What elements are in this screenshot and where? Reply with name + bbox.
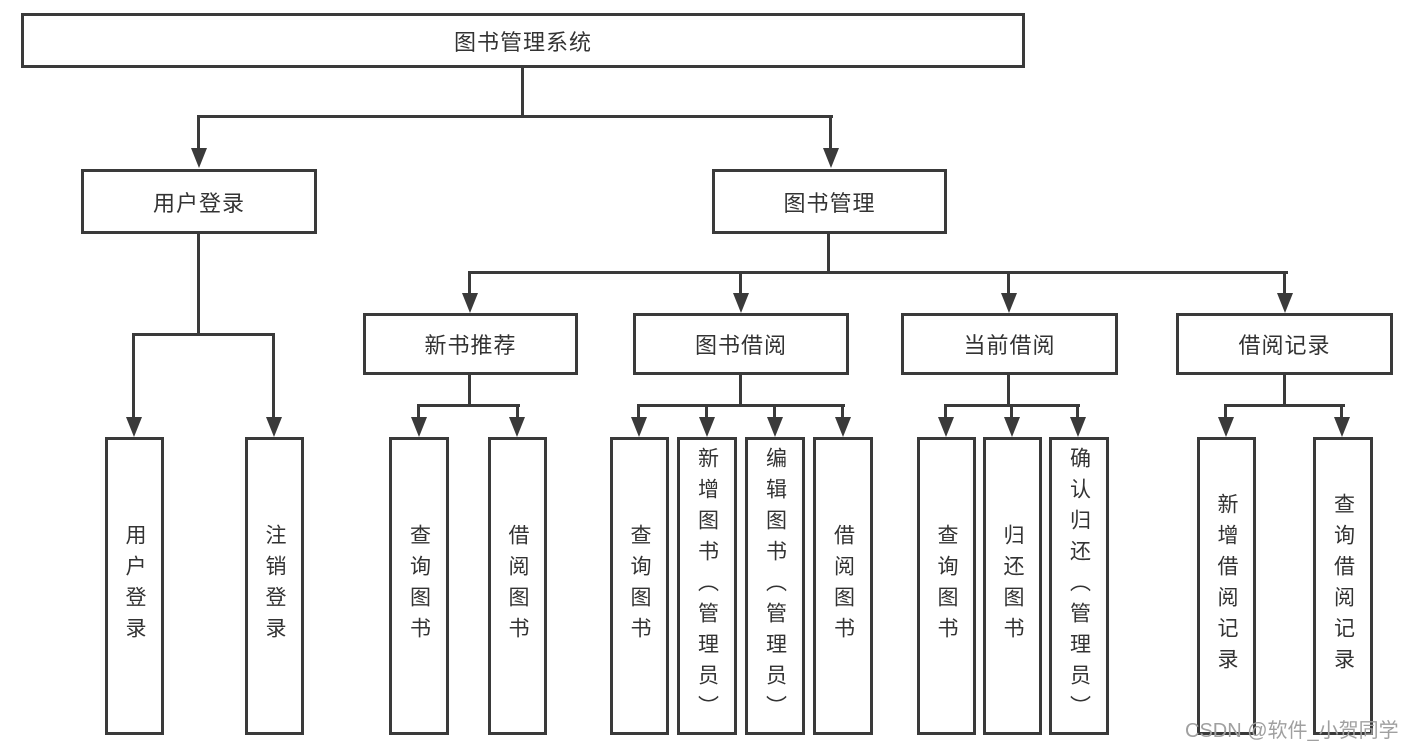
leaf-return-books-label: 归还图书 bbox=[1001, 524, 1024, 648]
connector-drop-leaf bbox=[1224, 404, 1227, 420]
leaf-query-books-recommend-label: 查询图书 bbox=[407, 524, 431, 648]
arrow-down-icon bbox=[1001, 293, 1017, 313]
node-current-borrow-label: 当前借阅 bbox=[963, 333, 1056, 358]
arrow-down-icon bbox=[191, 148, 207, 168]
leaf-logout: 注销登录 bbox=[245, 437, 304, 735]
arrow-down-icon bbox=[462, 293, 478, 313]
connector-user-login-bar bbox=[132, 333, 275, 336]
connector-records-bar bbox=[1224, 404, 1345, 407]
leaf-query-books-borrow: 查询图书 bbox=[610, 437, 669, 735]
node-user-login: 用户登录 bbox=[81, 169, 317, 234]
leaf-query-borrow-record: 查询借阅记录 bbox=[1313, 437, 1373, 735]
connector-root-stem bbox=[521, 66, 524, 118]
node-current-borrow: 当前借阅 bbox=[901, 313, 1118, 375]
node-book-borrow: 图书借阅 bbox=[633, 313, 849, 375]
connector-drop-leaf bbox=[272, 333, 275, 419]
connector-drop-book-mgmt bbox=[829, 115, 832, 150]
csdn-watermark: CSDN @软件_小贺同学 bbox=[1185, 720, 1399, 742]
node-root-label: 图书管理系统 bbox=[453, 29, 592, 55]
connector-drop-leaf bbox=[773, 404, 776, 420]
arrow-down-icon bbox=[1334, 417, 1350, 437]
connector-root-bar bbox=[197, 115, 833, 118]
connector-recommend-bar bbox=[417, 404, 520, 407]
node-user-login-label: 用户登录 bbox=[152, 190, 245, 216]
arrow-down-icon bbox=[509, 417, 525, 437]
arrow-down-icon bbox=[1218, 417, 1234, 437]
node-root: 图书管理系统 bbox=[21, 13, 1025, 68]
connector-borrow-bar bbox=[637, 404, 845, 407]
leaf-query-books-current-label: 查询图书 bbox=[935, 524, 958, 648]
connector-current-stem bbox=[1007, 375, 1010, 406]
arrow-down-icon bbox=[823, 148, 839, 168]
leaf-query-borrow-record-label: 查询借阅记录 bbox=[1331, 493, 1355, 679]
leaf-borrow-books: 借阅图书 bbox=[813, 437, 873, 735]
connector-user-login-stem bbox=[197, 234, 200, 335]
connector-records-stem bbox=[1283, 375, 1286, 406]
leaf-add-borrow-record-label: 新增借阅记录 bbox=[1215, 493, 1238, 679]
leaf-user-login-label: 用户登录 bbox=[123, 524, 146, 648]
leaf-add-books-admin-label: 新增图书（管理员） bbox=[695, 446, 719, 726]
connector-book-mgmt-stem bbox=[827, 234, 830, 274]
leaf-add-borrow-record: 新增借阅记录 bbox=[1197, 437, 1256, 735]
connector-drop-user-login bbox=[197, 115, 200, 150]
node-borrow-records-label: 借阅记录 bbox=[1238, 333, 1331, 358]
connector-drop-level3 bbox=[1007, 271, 1010, 297]
arrow-down-icon bbox=[1277, 293, 1293, 313]
arrow-down-icon bbox=[938, 417, 954, 437]
leaf-edit-books-admin-label: 编辑图书（管理员） bbox=[763, 446, 787, 726]
connector-drop-leaf bbox=[944, 404, 947, 420]
node-new-book-recommend: 新书推荐 bbox=[363, 313, 578, 375]
connector-drop-leaf bbox=[1340, 404, 1343, 420]
arrow-down-icon bbox=[733, 293, 749, 313]
arrow-down-icon bbox=[631, 417, 647, 437]
arrow-down-icon bbox=[699, 417, 715, 437]
connector-borrow-stem bbox=[739, 375, 742, 406]
leaf-logout-label: 注销登录 bbox=[263, 524, 286, 648]
leaf-query-books-current: 查询图书 bbox=[917, 437, 976, 735]
connector-drop-leaf bbox=[1010, 404, 1013, 420]
leaf-add-books-admin: 新增图书（管理员） bbox=[677, 437, 737, 735]
leaf-confirm-return-admin-label: 确认归还（管理员） bbox=[1067, 446, 1091, 726]
arrow-down-icon bbox=[411, 417, 427, 437]
connector-recommend-stem bbox=[468, 375, 471, 406]
leaf-user-login: 用户登录 bbox=[105, 437, 164, 735]
arrow-down-icon bbox=[266, 417, 282, 437]
arrow-down-icon bbox=[126, 417, 142, 437]
leaf-query-books-borrow-label: 查询图书 bbox=[628, 524, 651, 648]
leaf-confirm-return-admin: 确认归还（管理员） bbox=[1049, 437, 1109, 735]
node-borrow-records: 借阅记录 bbox=[1176, 313, 1393, 375]
connector-drop-level3 bbox=[468, 271, 471, 297]
node-new-book-recommend-label: 新书推荐 bbox=[424, 333, 517, 358]
connector-level3-bar bbox=[468, 271, 1288, 274]
connector-drop-leaf bbox=[705, 404, 708, 420]
connector-drop-leaf bbox=[1076, 404, 1079, 420]
arrow-down-icon bbox=[1004, 417, 1020, 437]
node-book-management-label: 图书管理 bbox=[783, 190, 876, 216]
connector-drop-leaf bbox=[637, 404, 640, 420]
connector-drop-leaf bbox=[841, 404, 844, 420]
connector-drop-leaf bbox=[132, 333, 135, 419]
connector-drop-leaf bbox=[417, 404, 420, 420]
leaf-query-books-recommend: 查询图书 bbox=[389, 437, 449, 735]
leaf-edit-books-admin: 编辑图书（管理员） bbox=[745, 437, 805, 735]
arrow-down-icon bbox=[1070, 417, 1086, 437]
connector-drop-level3 bbox=[1283, 271, 1286, 297]
arrow-down-icon bbox=[767, 417, 783, 437]
node-book-borrow-label: 图书借阅 bbox=[694, 333, 787, 358]
leaf-borrow-books-label: 借阅图书 bbox=[831, 524, 855, 648]
arrow-down-icon bbox=[835, 417, 851, 437]
connector-drop-leaf bbox=[516, 404, 519, 420]
leaf-borrow-books-recommend-label: 借阅图书 bbox=[506, 524, 529, 648]
leaf-return-books: 归还图书 bbox=[983, 437, 1042, 735]
node-book-management: 图书管理 bbox=[712, 169, 947, 234]
leaf-borrow-books-recommend: 借阅图书 bbox=[488, 437, 547, 735]
connector-drop-level3 bbox=[739, 271, 742, 297]
